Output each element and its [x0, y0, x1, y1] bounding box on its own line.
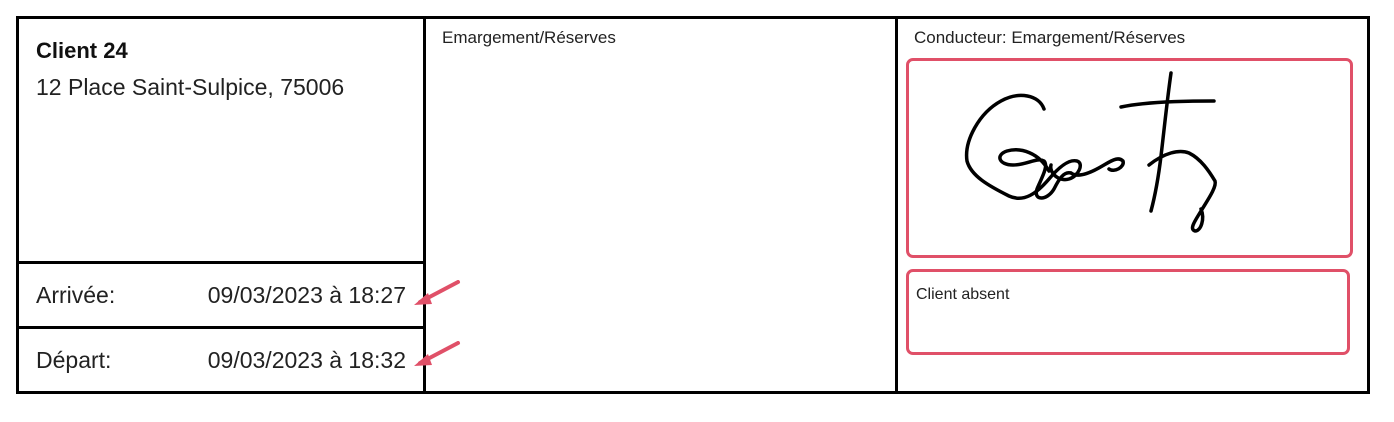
arrival-label: Arrivée:: [36, 282, 116, 308]
row-divider-departure: [19, 326, 426, 329]
departure-row: Départ: 09/03/2023 à 18:32: [19, 329, 423, 394]
reserves-box: Client absent: [906, 269, 1350, 355]
driver-signature-title: Conducteur: Emargement/Réserves: [914, 28, 1186, 47]
client-address: 12 Place Saint-Sulpice, 75006: [36, 74, 345, 100]
arrow-icon: [414, 280, 460, 305]
arrival-row: Arrivée: 09/03/2023 à 18:27: [19, 264, 423, 326]
arrow-icon: [414, 341, 460, 366]
delivery-receipt-table: Client 24 12 Place Saint-Sulpice, 75006 …: [16, 16, 1370, 394]
row-divider-arrival: [19, 261, 426, 264]
driver-signature-box: [906, 58, 1353, 258]
handwritten-signature: [964, 71, 1217, 233]
reserves-text: Client absent: [916, 286, 1010, 303]
column-divider-left: [423, 19, 426, 391]
departure-label: Départ:: [36, 347, 112, 373]
client-name: Client 24: [36, 38, 128, 63]
arrival-time: 09/03/2023 à 18:27: [207, 282, 406, 308]
column-divider-right: [895, 19, 898, 391]
departure-time: 09/03/2023 à 18:32: [207, 347, 406, 373]
client-signature-title: Emargement/Réserves: [442, 28, 616, 47]
